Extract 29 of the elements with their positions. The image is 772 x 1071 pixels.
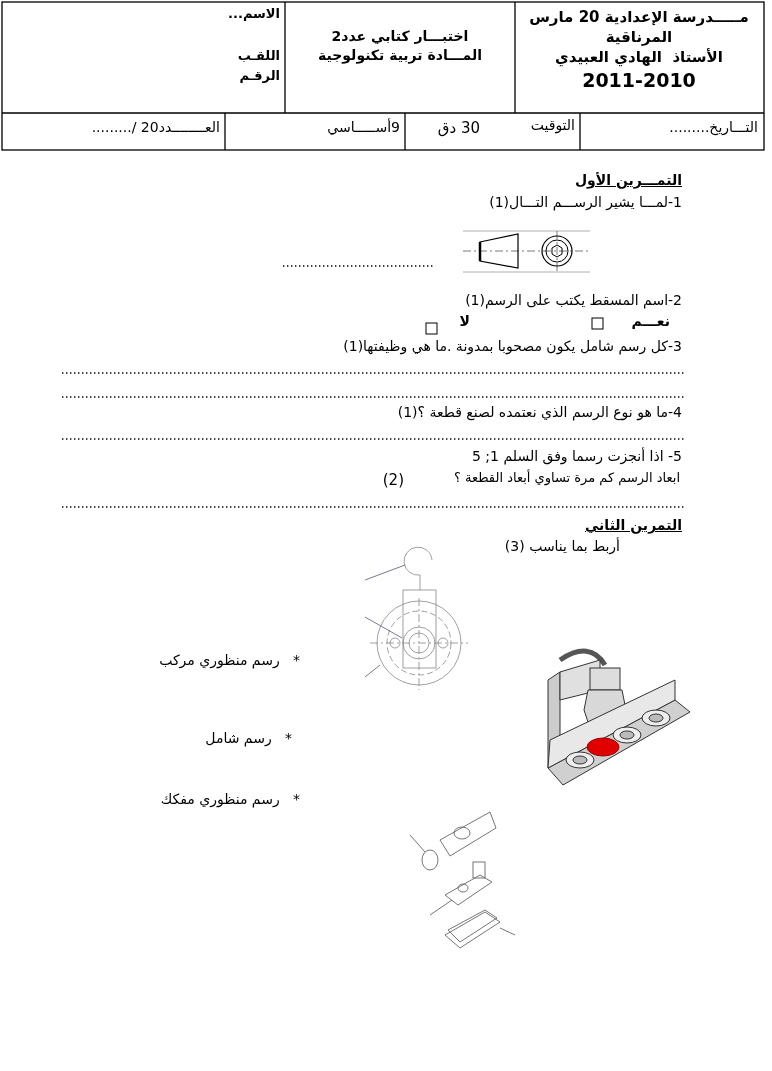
date-field-label: التـــاريخ......... <box>669 119 758 135</box>
question-text: 2-اسم المسقط يكتب على الرسم(1) <box>465 292 682 308</box>
town-name: المرناقية <box>605 28 673 46</box>
school-year: 2011-2010 <box>582 69 696 91</box>
name-field-label: الاسم... <box>228 6 280 21</box>
answer-option: لا <box>459 313 470 329</box>
school-name: مـــــدرسة الإعدادية 20 مارس <box>529 8 749 26</box>
exam-title: اختبـــار كتابي عدد2 <box>331 28 469 44</box>
list-item: * رسم شامل <box>205 730 292 746</box>
score-mark: (2) <box>382 471 404 489</box>
question-text: 3-كل رسم شامل يكون مصحوبا بمدونة .ما هي وظيفتها(1) <box>343 338 682 354</box>
score-field-label: العــــــــدد20 /......... <box>91 119 220 135</box>
duration-value: 30 دق <box>437 119 480 137</box>
subject-name: المـــادة تربية تكنولوجية <box>318 47 482 63</box>
exercise-heading: التمـــرين الأول <box>574 172 682 188</box>
teacher-name: الأستاذ الهادي العبيدي <box>555 48 723 66</box>
instruction-text: أربط بما يناسب (3) <box>504 538 620 554</box>
surname-field-label: اللقـب <box>237 48 280 63</box>
exercise-heading: التمرين الثاني <box>584 517 682 533</box>
question-text: 5- اذا أنجزت رسما وفق السلم 1; 5 <box>472 448 682 464</box>
list-item: * رسم منظوري مركب <box>159 652 300 668</box>
question-text: 4-ما هو نوع الرسم الذي نعتمده لصنع قطعة ؟(1) <box>397 404 682 420</box>
duration-label: التوقيت <box>530 117 575 133</box>
question-text: 1-لمـــا يشير الرســـم التـــال(1) <box>489 194 682 210</box>
number-field-label: الرقـم <box>239 68 280 83</box>
question-text: ابعاد الرسم كم مرة تساوي أبعاد القطعة ؟ <box>453 470 680 485</box>
answer-option: نعـــم <box>631 313 670 329</box>
list-item: * رسم منظوري مفكك <box>160 791 300 807</box>
grade-level: 9أســـــاسي <box>327 119 400 135</box>
